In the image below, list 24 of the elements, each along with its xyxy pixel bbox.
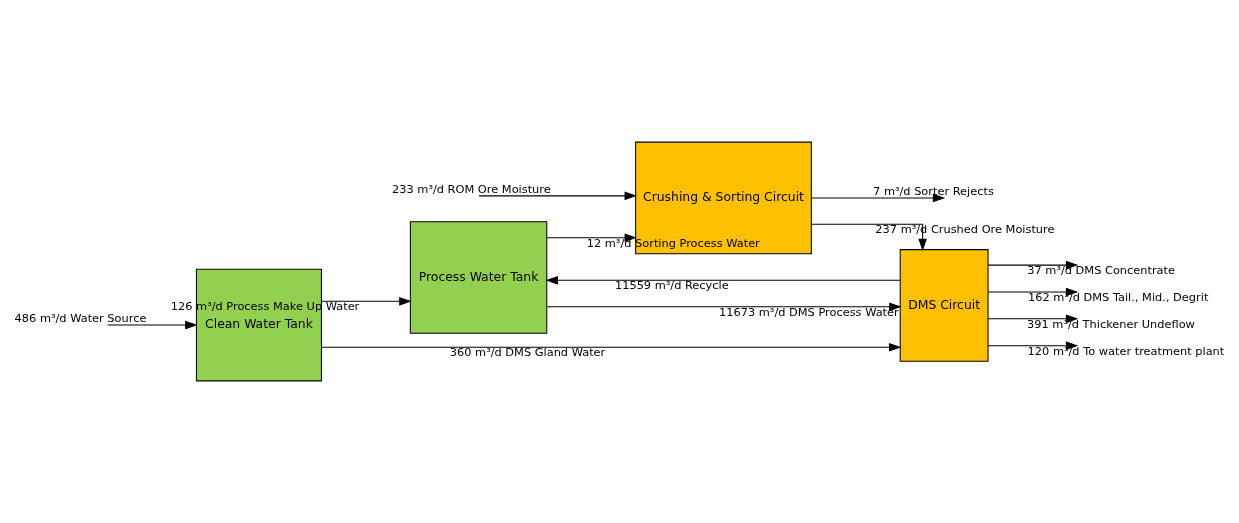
edge-label: 7 m³/d Sorter Rejects	[873, 183, 994, 198]
arrow	[546, 302, 902, 312]
edge-label: 391 m³/d Thickener Undeflow	[1027, 316, 1195, 331]
edge-label: 126 m³/d Process Make Up Water	[170, 299, 360, 314]
arrow	[545, 275, 901, 285]
arrow	[107, 320, 198, 330]
edge-label: 162 m³/d DMS Tail., Mid., Degrit	[1028, 290, 1209, 305]
arrow	[810, 223, 927, 252]
arrow	[811, 193, 946, 203]
edge-label: 37 m³/d DMS Concentrate	[1027, 263, 1176, 278]
arrow	[321, 342, 902, 352]
edge-label: 233 m³/d ROM Ore Moisture	[392, 181, 551, 196]
arrow	[987, 314, 1079, 324]
arrow	[321, 296, 412, 306]
arrow	[987, 341, 1079, 351]
arrow	[546, 233, 637, 243]
node-box: DMS Circuit	[899, 249, 989, 362]
arrow	[478, 191, 637, 201]
arrow	[987, 260, 1079, 270]
node-box: Process Water Tank	[409, 221, 548, 334]
edge-label: 360 m³/d DMS Gland Water	[449, 345, 606, 360]
edge-label: 486 m³/d Water Source	[14, 310, 147, 325]
edge-label: 11673 m³/d DMS Process Water	[719, 304, 899, 319]
edge-label: 11559 m³/d Recycle	[614, 278, 729, 293]
